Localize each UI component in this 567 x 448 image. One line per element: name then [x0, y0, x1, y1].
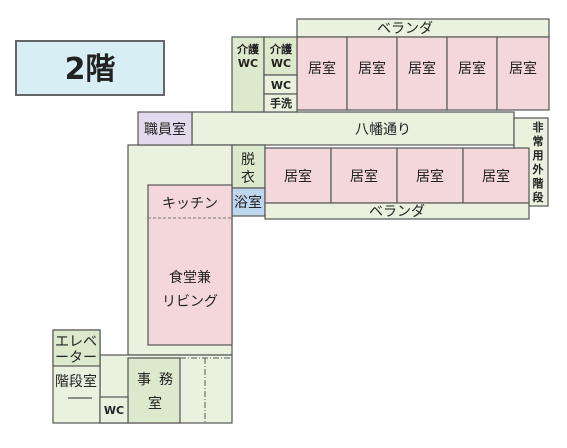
emergency-stairs-char-5: 階	[533, 176, 544, 190]
emergency-stairs-char-3: 用	[533, 149, 544, 162]
staff-room	[137, 111, 193, 146]
resident-room-top-5	[496, 36, 550, 111]
resident-room-lower-4-label: 居室	[482, 168, 510, 185]
veranda-bottom	[264, 202, 530, 220]
care-wc-right-line2: WC	[271, 57, 291, 70]
resident-room-lower-1	[264, 147, 332, 204]
wc-bottom	[99, 396, 129, 424]
corridor-label: 八幡通り	[355, 122, 411, 138]
kitchen-label: キッチン	[162, 196, 218, 212]
resident-room-lower-3-label: 居室	[416, 168, 444, 185]
office-char-2: 務	[159, 372, 173, 388]
resident-room-lower-2	[330, 147, 398, 204]
emergency-stairs-char-6: 段	[533, 190, 544, 204]
veranda-bottom-label: ベランダ	[369, 204, 425, 220]
resident-room-lower-2-label: 居室	[350, 168, 378, 185]
dining-living-room	[147, 184, 233, 346]
changing-room-char-1: 脱	[241, 152, 255, 168]
care-wc-left	[231, 36, 265, 113]
dining-label-line2: リビング	[162, 294, 218, 310]
emergency-stairs-char-1: 非	[533, 120, 544, 134]
emergency-stairs-char-2: 常	[533, 134, 544, 148]
office-char-1: 事	[137, 372, 151, 388]
resident-room-top-2-label: 居室	[358, 60, 386, 77]
top-resident-rooms: 居室 居室 居室 居室 居室	[296, 36, 550, 111]
floor-badge	[15, 40, 165, 96]
resident-room-lower-1-label: 居室	[284, 168, 312, 185]
resident-room-top-4	[446, 36, 498, 111]
handwash	[263, 93, 298, 113]
office-char-3: 室	[148, 395, 162, 412]
dining-label-line1: 食堂兼	[169, 269, 211, 286]
changing-room-char-2: 衣	[241, 170, 255, 186]
care-wc-left-line1: 介護	[236, 42, 260, 56]
care-wc-right-line1: 介護	[269, 42, 293, 56]
resident-room-top-3-label: 居室	[408, 60, 436, 77]
stairwell-label: 階段室	[55, 373, 97, 390]
office	[127, 357, 181, 424]
resident-room-top-2	[346, 36, 398, 111]
emergency-stairs-char-4: 外	[532, 162, 544, 176]
bathroom-label: 浴室	[234, 194, 262, 211]
wc-bottom-label: WC	[104, 404, 124, 417]
elevator-line1: エレベ	[55, 334, 97, 350]
handwash-label: 手洗	[270, 96, 292, 110]
elevator	[52, 329, 101, 367]
floor-badge-label: 2階	[65, 52, 116, 87]
resident-room-lower-3	[396, 147, 464, 204]
staff-room-label: 職員室	[144, 121, 186, 138]
veranda-top-label: ベランダ	[377, 21, 433, 37]
wc-small-label: WC	[271, 79, 291, 92]
care-wc-left-line2: WC	[238, 57, 258, 70]
resident-room-top-1	[296, 36, 348, 111]
lower-resident-rooms: 居室 居室 居室 居室	[264, 147, 530, 204]
resident-room-top-1-label: 居室	[308, 60, 336, 77]
resident-room-top-4-label: 居室	[458, 60, 486, 77]
corridor-area	[191, 111, 515, 146]
resident-room-lower-4	[462, 147, 530, 204]
resident-room-top-5-label: 居室	[509, 60, 537, 77]
elevator-line2: ーター	[55, 350, 97, 366]
